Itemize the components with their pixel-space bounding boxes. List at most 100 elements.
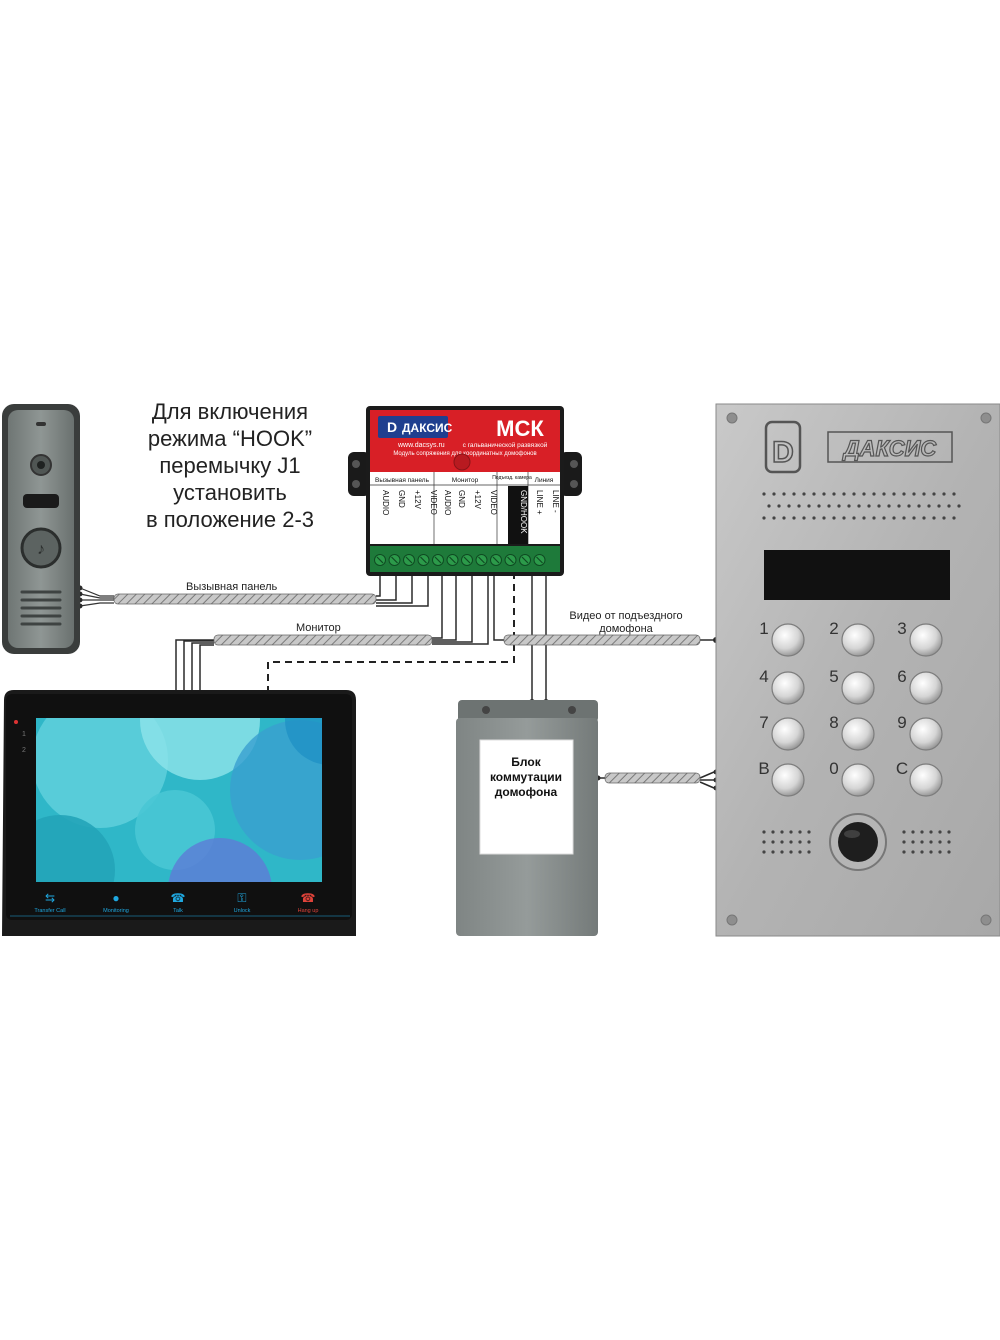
grille-hole xyxy=(947,504,951,508)
hook-wire xyxy=(267,572,515,694)
grille-hole xyxy=(798,840,802,844)
grille-hole xyxy=(920,850,924,854)
monitor-button-transfer[interactable]: ⇆ Transfer Call xyxy=(34,891,65,914)
terminal-label-4: AUDIO xyxy=(443,490,452,515)
grille-hole xyxy=(782,516,786,520)
group-monitor: Монитор xyxy=(452,477,479,484)
keypad-key-B[interactable]: B xyxy=(758,759,805,797)
transfer-icon: ⇆ xyxy=(45,891,55,905)
terminal-label-2: +12V xyxy=(413,490,422,510)
grille-hole xyxy=(862,492,866,496)
grille-hole xyxy=(762,830,766,834)
terminal-label-8: GND/HOOK xyxy=(519,490,528,534)
keypad-key-4[interactable]: 4 xyxy=(759,667,805,705)
keypad-key-0[interactable]: 0 xyxy=(829,759,875,797)
grille-hole xyxy=(938,830,942,834)
grille-hole xyxy=(907,504,911,508)
module-model: МСК xyxy=(496,416,544,441)
grille-hole xyxy=(929,850,933,854)
logo-d-icon: D xyxy=(387,419,397,435)
keypad-key-3[interactable]: 3 xyxy=(897,619,943,657)
call-panel-cable-label: Вызывная панель xyxy=(186,581,278,593)
key-digit: 8 xyxy=(829,713,838,732)
screw-slot xyxy=(463,556,471,564)
unlock-label: Unlock xyxy=(234,908,251,914)
grille-hole xyxy=(917,504,921,508)
keypad-key-C[interactable]: C xyxy=(896,759,943,797)
keypad-key-9[interactable]: 9 xyxy=(897,713,943,751)
screw-slot xyxy=(492,556,500,564)
keypad-key-8[interactable]: 8 xyxy=(829,713,875,751)
grille-hole xyxy=(957,504,961,508)
monitor-button-talk[interactable]: ☎ Talk xyxy=(171,891,186,914)
monitor-button-monitoring[interactable]: ● Monitoring xyxy=(103,891,129,914)
grille-hole xyxy=(797,504,801,508)
grille-hole xyxy=(771,840,775,844)
microphone-grille xyxy=(762,830,951,854)
grille-hole xyxy=(872,492,876,496)
grille-hole xyxy=(892,492,896,496)
grille-hole xyxy=(932,492,936,496)
keypad-key-5[interactable]: 5 xyxy=(829,667,875,705)
grille-hole xyxy=(782,492,786,496)
keypad-key-1[interactable]: 1 xyxy=(759,619,805,657)
monitor-cable xyxy=(213,634,433,646)
grille-hole xyxy=(911,840,915,844)
key-digit: 9 xyxy=(897,713,906,732)
grille-hole xyxy=(842,492,846,496)
grille-hole xyxy=(798,830,802,834)
msk-module: D ДАКСИС МСК www.dacsys.ru с гальваничес… xyxy=(348,406,582,576)
grille-hole xyxy=(842,516,846,520)
key-button[interactable] xyxy=(771,623,805,657)
terminal-label-7: VIDEO xyxy=(489,490,498,515)
key-digit: 1 xyxy=(759,619,768,638)
terminal-screws xyxy=(374,554,546,566)
grille-hole xyxy=(837,504,841,508)
monitor-button-unlock[interactable]: ⚿ Unlock xyxy=(234,891,251,914)
note-line-5: в положение 2-3 xyxy=(145,507,315,532)
key-button[interactable] xyxy=(909,717,943,751)
key-button[interactable] xyxy=(771,671,805,705)
terminal-label-0: AUDIO xyxy=(381,490,390,515)
grille-hole xyxy=(762,492,766,496)
monitor-button-hangup[interactable]: ☎ Hang up xyxy=(298,891,319,914)
wires xyxy=(175,572,715,789)
key-button[interactable] xyxy=(841,763,875,797)
grille-hole xyxy=(822,492,826,496)
keypad-key-2[interactable]: 2 xyxy=(829,619,875,657)
key-button[interactable] xyxy=(909,623,943,657)
grille-hole xyxy=(762,516,766,520)
grille-hole xyxy=(812,516,816,520)
key-button[interactable] xyxy=(909,671,943,705)
switch-box-line-3: домофона xyxy=(495,785,558,799)
grille-hole xyxy=(777,504,781,508)
key-button[interactable] xyxy=(841,623,875,657)
key-button[interactable] xyxy=(909,763,943,797)
grille-hole xyxy=(771,830,775,834)
key-button[interactable] xyxy=(841,671,875,705)
grille-hole xyxy=(902,830,906,834)
module-subtitle-2: Модуль сопряжения для координатных домоф… xyxy=(393,451,536,457)
call-button xyxy=(20,527,62,569)
grille-hole xyxy=(832,516,836,520)
grille-hole xyxy=(827,504,831,508)
key-digit: 5 xyxy=(829,667,838,686)
grille-hole xyxy=(792,492,796,496)
grille-hole xyxy=(952,492,956,496)
key-button[interactable] xyxy=(771,717,805,751)
group-camera: Подъезд. камера xyxy=(492,475,532,481)
video-monitor: 1 2 ⇆ Transfer Call ● Monitoring ☎ Talk … xyxy=(2,690,356,936)
grille-hole xyxy=(762,840,766,844)
transfer-label: Transfer Call xyxy=(34,908,65,914)
side-mark-1: 1 xyxy=(22,731,26,738)
screw-slot xyxy=(405,556,413,564)
keypad-key-7[interactable]: 7 xyxy=(759,713,805,751)
key-button[interactable] xyxy=(841,717,875,751)
panel-brand: ДАКСИС xyxy=(842,436,938,461)
call-panel-fan xyxy=(79,587,114,607)
keypad-key-6[interactable]: 6 xyxy=(897,667,943,705)
key-button[interactable] xyxy=(771,763,805,797)
group-line: Линия xyxy=(535,477,554,484)
bell-icon: ♪ xyxy=(37,541,45,558)
grille-hole xyxy=(767,504,771,508)
